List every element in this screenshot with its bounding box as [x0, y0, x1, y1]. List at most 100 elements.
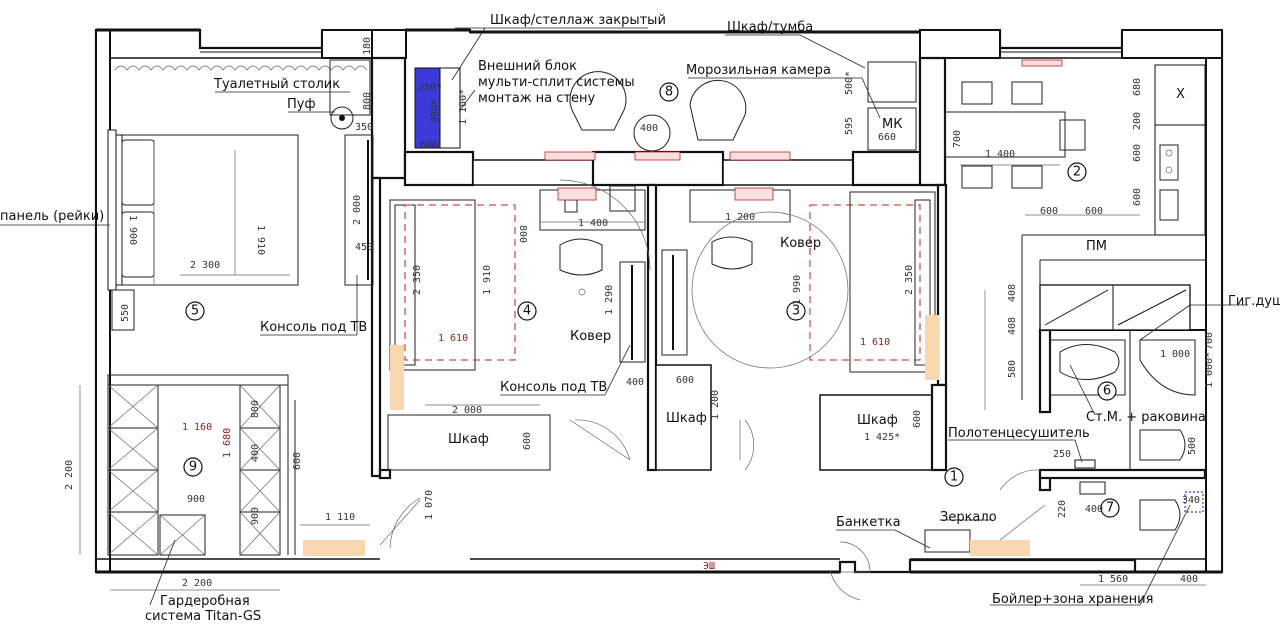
dim-1100: 1 100* [458, 89, 469, 125]
dim-350: 350* [418, 82, 442, 93]
dim-1900: 1 900 [127, 215, 138, 245]
label-panel: панель (рейки) [0, 209, 104, 224]
label-banketka: Банкетка [836, 515, 901, 530]
label-stm: Ст.М. + раковина [1086, 410, 1206, 425]
label-shkaf-stellazh: Шкаф/стеллаж закрытый [490, 13, 666, 28]
dim-1560: 1 560 [1098, 574, 1128, 585]
dim-1990: 1 990 [792, 275, 803, 305]
dim-450: 450 [355, 242, 373, 253]
dim-890: 890* [430, 99, 441, 123]
label-shkaf-c: Шкаф [857, 413, 898, 428]
dim-2200b: 2 200 [182, 578, 212, 589]
dim-2000b: 2 000 [452, 405, 482, 416]
dim-600e: 600 [912, 410, 923, 428]
interior-walls [370, 56, 1207, 492]
dim-2300: 2 300 [190, 260, 220, 271]
dim-500b: 500 [1187, 437, 1198, 455]
label-puf: Пуф [287, 97, 316, 112]
dim-1680: 1 680 [222, 428, 233, 458]
leader-lines [0, 27, 1248, 606]
label-pm: ПМ [1086, 239, 1107, 254]
dim-350b: 350 [355, 122, 373, 133]
label-kover-3: Ковер [780, 236, 821, 251]
dim-550: 550 [120, 304, 131, 322]
room-number-8: 8 [665, 85, 673, 100]
dim-1400b: 1 400 [985, 149, 1015, 160]
dim-400d: 400 [1180, 574, 1198, 585]
dim-340: 340 [1182, 495, 1200, 506]
label-konsol-tv: Консоль под ТВ [260, 320, 367, 335]
dim-1610: 1 610 [438, 333, 468, 344]
dim-600g: 600 [1132, 188, 1143, 206]
dim-600c: 600 [522, 432, 533, 450]
dim-250: 250 [1053, 449, 1071, 460]
dim-408b: 408 [1007, 317, 1018, 335]
dim-1110: 1 110 [325, 512, 355, 523]
dim-2000: 2 000 [352, 195, 363, 225]
dim-400e: 400 [250, 444, 261, 462]
room-numbers: 1 2 3 4 5 6 7 8 9 [183, 82, 1120, 518]
dim-400b: 400 [640, 123, 658, 134]
room-number-1: 1 [950, 470, 958, 485]
dim-1910: 1 910 [255, 225, 266, 255]
dim-600i: 600 [1085, 206, 1103, 217]
label-gig: Гиг.душ [1228, 294, 1280, 309]
dim-800b: 800 [517, 225, 528, 243]
balcony-zone [414, 61, 917, 201]
dim-1200b: 1 200 [710, 390, 721, 420]
room-number-9: 9 [189, 460, 197, 475]
dim-800: 800 [362, 92, 373, 110]
hall-zone [379, 419, 1046, 601]
dim-600a: 600 [420, 140, 438, 151]
label-tualet: Туалетный столик [213, 77, 340, 92]
label-garderob-1: Гардеробная [160, 594, 250, 609]
dimension-lines [79, 150, 1206, 591]
label-shkaf-tumba: Шкаф/тумба [727, 20, 813, 35]
dim-600j: 600 [292, 452, 303, 470]
room-number-5: 5 [191, 304, 199, 319]
dim-1000: 1 000 [1160, 349, 1190, 360]
label-moroz: Морозильная камера [686, 63, 831, 78]
dim-1160: 1 160 [182, 422, 212, 433]
label-esh: ЭШ [703, 561, 715, 572]
room-number-7: 7 [1106, 501, 1114, 516]
dim-400c: 400 [1085, 504, 1103, 515]
room-number-6: 6 [1103, 384, 1111, 399]
dim-1610b: 1 610 [860, 337, 890, 348]
label-kh: Х [1176, 87, 1185, 102]
room-3-zone [661, 189, 939, 380]
dim-700: 700 [952, 130, 963, 148]
dim-220: 220 [1057, 500, 1068, 518]
label-mk: МК [882, 117, 902, 132]
room-number-4: 4 [523, 304, 531, 319]
dim-1910b: 1 910 [482, 265, 493, 295]
text-labels: Шкаф/стеллаж закрытый Шкаф/тумба Внешний… [0, 13, 1280, 624]
dim-408: 408 [1007, 284, 1018, 302]
room-number-3: 3 [792, 304, 800, 319]
dim-900b: 900 [250, 507, 261, 525]
dim-2350: 2 350 [412, 265, 423, 295]
dim-800c: 800 [250, 400, 261, 418]
label-konsol-tv-2: Консоль под ТВ [500, 380, 607, 395]
dim-900: 900 [187, 494, 205, 505]
dim-500: 500* [844, 71, 855, 95]
dim-1200: 1 200 [725, 212, 755, 223]
dim-580: 580 [1007, 360, 1018, 378]
kitchen-zone [944, 59, 1086, 189]
label-boiler: Бойлер+зона хранения [992, 592, 1153, 607]
label-vneshniy-1: Внешний блок [478, 59, 577, 74]
dim-1400: 1 400 [578, 218, 608, 229]
dim-200: 200 [1132, 112, 1143, 130]
bathroom-zone [1049, 339, 1204, 531]
wardrobe-zone [107, 374, 365, 556]
dim-700b: 700 [1204, 332, 1215, 350]
dim-180: 180 [362, 37, 373, 55]
label-zerkalo: Зеркало [940, 510, 997, 525]
dim-2200: 2 200 [64, 460, 75, 490]
label-shkaf-b: Шкаф [666, 411, 707, 426]
dim-1290: 1 290 [604, 285, 615, 315]
dim-600b: 600 [676, 375, 694, 386]
dim-1070: 1 070 [424, 490, 435, 520]
label-garderob-2: система Titan-GS [145, 609, 261, 624]
